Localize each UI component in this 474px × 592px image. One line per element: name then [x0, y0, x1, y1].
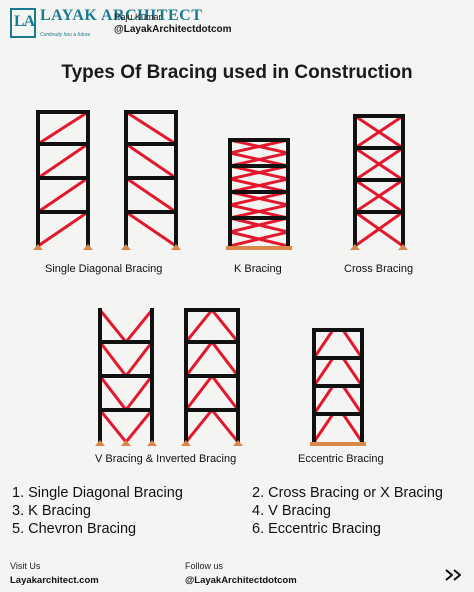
single-diagonal-frame-2 — [121, 109, 181, 250]
caption-single-diagonal: Single Diagonal Bracing — [45, 263, 163, 275]
eccentric-brace — [311, 327, 336, 361]
x-brace — [352, 145, 406, 183]
list-item-5: 5. Chevron Bracing — [12, 521, 137, 537]
logo-mark: LA — [10, 8, 36, 38]
page-title: Types Of Bracing used in Construction — [61, 62, 413, 83]
list-item-6: 6. Eccentric Bracing — [252, 521, 381, 537]
eccentric-brace — [311, 383, 336, 417]
pin-support — [121, 244, 131, 250]
caption-cross-bracing: Cross Bracing — [344, 263, 414, 275]
v-brace — [97, 339, 129, 379]
x-brace — [352, 209, 406, 249]
k-brace — [228, 138, 290, 155]
eccentric-brace — [340, 355, 365, 389]
chevron-brace — [209, 339, 241, 379]
v-brace — [97, 373, 129, 413]
chevron-brace — [183, 339, 215, 379]
author-name: Raju Kumar — [114, 12, 162, 22]
visit-label: Visit Us — [10, 561, 41, 571]
x-brace — [352, 177, 406, 215]
chevron-brace — [183, 307, 215, 345]
inverted-v-bracing-frame — [181, 307, 243, 446]
v-brace — [97, 407, 129, 445]
chevron-brace — [209, 407, 241, 445]
caption-k-bracing: K Bracing — [234, 263, 282, 275]
k-brace — [228, 230, 290, 248]
pin-support — [233, 440, 243, 446]
chevron-brace — [183, 373, 215, 413]
follow-label: Follow us — [185, 561, 224, 571]
pin-support — [147, 440, 157, 446]
v-brace — [97, 307, 129, 345]
list-item-1: 1. Single Diagonal Bracing — [12, 485, 183, 501]
visit-link[interactable]: Layakarchitect.com — [10, 575, 99, 586]
list-item-3: 3. K Bracing — [12, 503, 91, 519]
diagonal-brace — [35, 209, 91, 249]
v-brace — [123, 407, 155, 445]
author-handle: @LayakArchitectdotcom — [114, 24, 232, 35]
eccentric-brace — [311, 355, 336, 389]
caption-eccentric: Eccentric Bracing — [298, 453, 384, 465]
follow-handle[interactable]: @LayakArchitectdotcom — [185, 575, 297, 586]
diagonal-brace — [35, 175, 91, 215]
k-brace — [228, 164, 290, 181]
k-brace — [228, 151, 290, 168]
diagonal-brace — [123, 141, 179, 181]
k-brace — [228, 177, 290, 194]
base-plate — [310, 442, 366, 446]
logo-tagline: Continuity hou a future — [40, 32, 91, 38]
caption-v-inverted: V Bracing & Inverted Bracing — [95, 453, 237, 465]
double-chevron-right-icon[interactable] — [444, 568, 464, 582]
logo-name: LAYAK ARCHITECT — [40, 7, 203, 24]
single-diagonal-frame-1 — [33, 109, 93, 250]
pin-support — [181, 440, 191, 446]
k-brace — [228, 190, 290, 207]
chevron-brace — [183, 407, 215, 445]
diagonal-brace — [123, 209, 179, 249]
eccentric-brace — [340, 411, 365, 445]
diagonal-brace — [123, 175, 179, 215]
eccentric-bracing-frame — [310, 327, 366, 446]
cross-bracing-frame — [350, 113, 408, 250]
pin-support — [95, 440, 105, 446]
pin-support — [33, 244, 43, 250]
pin-support — [398, 244, 408, 250]
logo-initials: LA — [14, 13, 35, 30]
pin-support — [171, 244, 181, 250]
list-item-2: 2. Cross Bracing or X Bracing — [252, 485, 443, 501]
x-brace — [352, 113, 406, 151]
k-bracing-frame — [226, 138, 292, 250]
diagonal-brace — [123, 109, 179, 147]
eccentric-brace — [340, 383, 365, 417]
v-brace — [123, 307, 155, 345]
eccentric-brace — [340, 327, 365, 361]
diagonal-brace — [35, 141, 91, 181]
pin-support — [350, 244, 360, 250]
v-bracing-frame — [95, 307, 157, 446]
k-brace — [228, 216, 290, 234]
chevron-brace — [209, 373, 241, 413]
base-plate — [226, 246, 292, 250]
k-brace — [228, 203, 290, 220]
diagonal-brace — [35, 109, 91, 147]
list-item-4: 4. V Bracing — [252, 503, 331, 519]
eccentric-brace — [311, 411, 336, 445]
chevron-brace — [209, 307, 241, 345]
pin-support — [83, 244, 93, 250]
v-brace — [123, 373, 155, 413]
v-brace — [123, 339, 155, 379]
pin-support — [121, 440, 131, 446]
